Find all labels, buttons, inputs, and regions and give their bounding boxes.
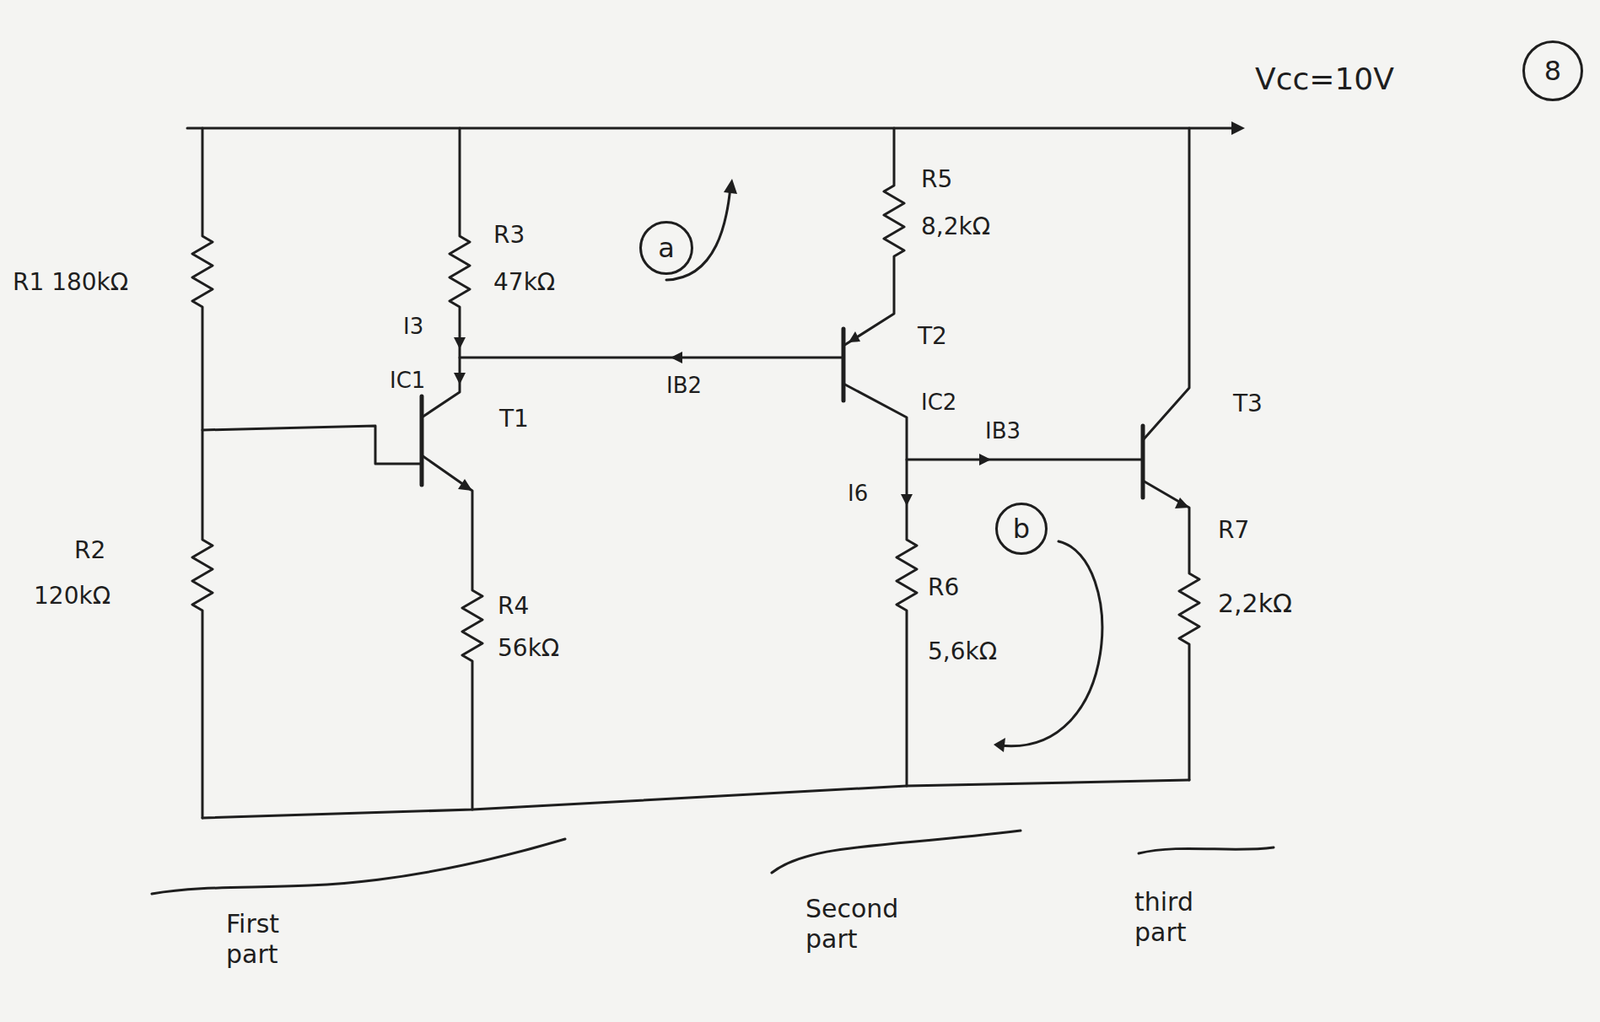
transistor-symbol [841, 328, 846, 401]
callout-letter: b [1012, 512, 1030, 545]
callout-letter: a [657, 231, 675, 264]
arrowhead [900, 494, 913, 507]
component-label: T1 [499, 404, 529, 434]
component-label: IB2 [666, 372, 702, 399]
base-wire [459, 356, 844, 360]
base-wire [202, 425, 422, 464]
part-underline [1138, 847, 1274, 854]
component-label: 120kΩ [33, 581, 111, 611]
arrowheads [453, 121, 1245, 753]
component-label: First part [226, 909, 328, 970]
arrowhead [670, 351, 683, 364]
component-label: R7 [1217, 516, 1250, 545]
resistor-symbol [843, 128, 905, 346]
component-label: R6 [927, 573, 959, 603]
supply-rail [187, 127, 1234, 130]
component-label: IB3 [985, 418, 1021, 445]
component-label: T2 [917, 322, 948, 351]
arrowhead [457, 479, 473, 491]
component-label: 47kΩ [493, 268, 555, 297]
wires [151, 128, 1274, 895]
component-label: R1 180kΩ [12, 268, 129, 297]
arrowhead [723, 178, 738, 194]
arrowhead [1231, 121, 1245, 135]
component-label: R4 [497, 592, 529, 621]
resistor-symbol [1142, 480, 1200, 781]
transistor-symbol [1141, 425, 1146, 498]
component-label: 56kΩ [497, 634, 560, 663]
base-wire [906, 458, 1143, 462]
arrowhead [453, 337, 466, 350]
loop-arrow [999, 541, 1103, 747]
resistor-symbol [421, 128, 470, 418]
callout-letter: 8 [1544, 54, 1562, 87]
arrowhead [453, 372, 466, 385]
part-underline [771, 830, 1021, 873]
component-label: 8,2kΩ [921, 212, 991, 242]
part-underline [151, 839, 566, 895]
component-label: 5,6kΩ [927, 637, 997, 667]
resistor-symbol [843, 383, 917, 787]
ground-rail [202, 780, 1190, 819]
resistor-symbol [421, 455, 483, 810]
component-label: R5 [921, 165, 953, 194]
component-label: third part [1134, 887, 1236, 949]
component-label: I6 [847, 480, 868, 507]
component-label: I3 [403, 313, 424, 340]
arrowhead [1174, 497, 1190, 509]
loop-arrow [666, 187, 731, 281]
arrowhead [848, 331, 861, 343]
component-label: R2 [74, 536, 106, 566]
collector-wire [1142, 128, 1190, 441]
component-label: T3 [1233, 389, 1263, 419]
circled-callout: a [639, 220, 694, 275]
transistor-symbol [420, 396, 425, 485]
component-label: R3 [493, 220, 525, 250]
component-label: Vcc=10V [1255, 60, 1395, 97]
component-label: 2,2kΩ [1217, 588, 1293, 620]
circled-callout: 8 [1522, 40, 1584, 102]
resistor-symbol [192, 128, 213, 819]
component-label: IC1 [389, 367, 426, 394]
circled-callout: b [995, 502, 1048, 555]
component-label: Second part [805, 894, 932, 955]
arrowhead [979, 453, 992, 466]
component-label: IC2 [921, 389, 957, 416]
arrowhead [993, 738, 1006, 753]
